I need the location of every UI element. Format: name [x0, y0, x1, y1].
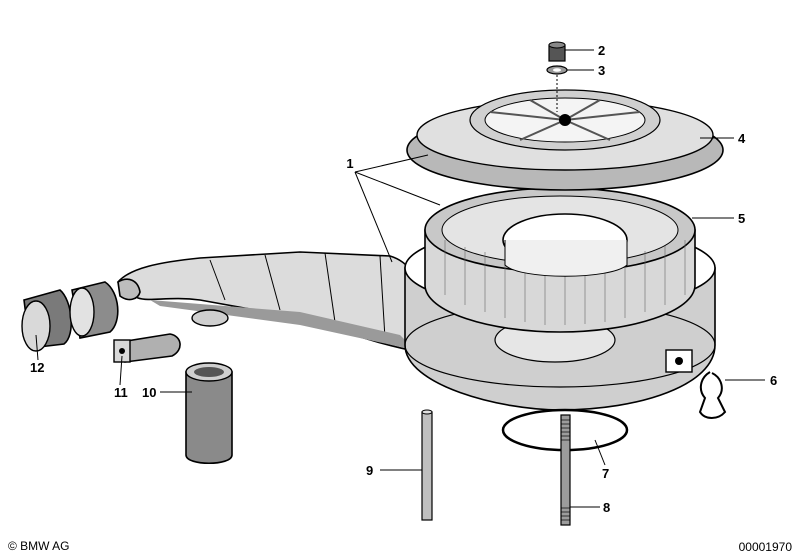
support-rod[interactable]	[421, 409, 433, 521]
stud-bolt[interactable]	[560, 414, 571, 526]
callout-7: 7	[602, 466, 609, 481]
callout-1: 1	[346, 156, 353, 171]
callout-11: 11	[114, 385, 128, 400]
callout-12: 12	[30, 360, 44, 375]
callout-2: 2	[598, 43, 605, 58]
housing-cover[interactable]	[406, 89, 724, 191]
callout-8: 8	[603, 500, 610, 515]
callout-3: 3	[598, 63, 605, 78]
check-valve[interactable]	[113, 333, 181, 363]
leader-lines	[35, 49, 765, 508]
callout-4: 4	[738, 131, 746, 146]
copyright-text: © BMW AG	[8, 539, 70, 553]
washer[interactable]	[546, 65, 568, 75]
nut[interactable]	[548, 41, 566, 62]
air-filter-element[interactable]	[424, 187, 696, 333]
intake-snorkel[interactable]	[116, 251, 421, 353]
callout-6: 6	[770, 373, 777, 388]
rubber-sleeve[interactable]	[21, 281, 119, 352]
hose[interactable]	[185, 362, 233, 464]
diagram-number: 00001970	[739, 540, 793, 554]
spring-clip[interactable]	[698, 371, 727, 419]
callout-9: 9	[366, 463, 373, 478]
callout-5: 5	[738, 211, 745, 226]
callout-10: 10	[142, 385, 156, 400]
